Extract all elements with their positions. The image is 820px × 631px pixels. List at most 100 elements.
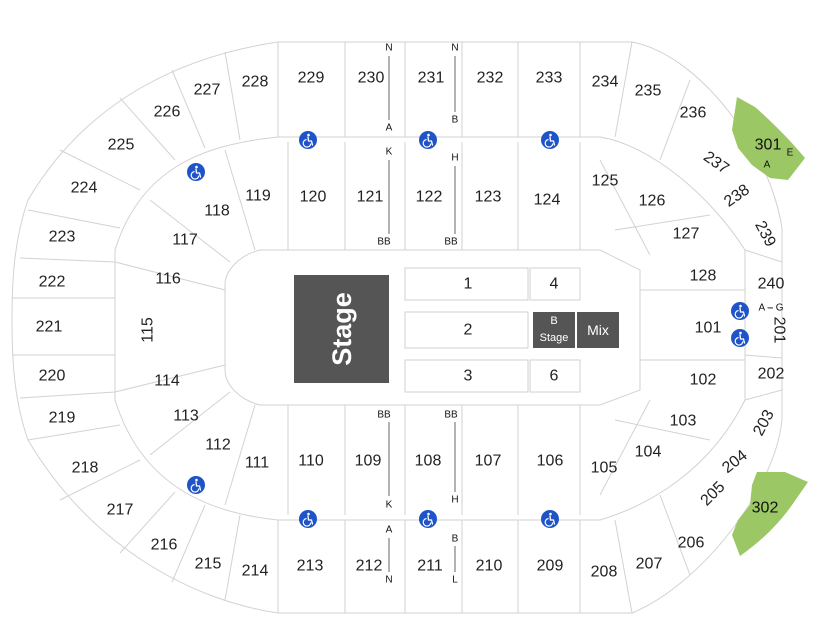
section-204[interactable]: 204: [719, 447, 751, 477]
section-215[interactable]: 215: [195, 556, 222, 573]
section-231[interactable]: 231: [418, 70, 445, 87]
wheelchair-icon[interactable]: [540, 509, 560, 529]
section-205[interactable]: 205: [698, 478, 729, 509]
section-301[interactable]: [732, 97, 805, 180]
b-stage[interactable]: [533, 312, 575, 348]
section-212[interactable]: 212: [356, 558, 383, 575]
section-114[interactable]: 114: [154, 373, 180, 390]
section-218[interactable]: 218: [72, 460, 99, 477]
section-210[interactable]: 210: [476, 558, 503, 575]
section-302-label: 302: [752, 500, 779, 517]
section-208[interactable]: 208: [591, 564, 618, 581]
section-213[interactable]: 213: [297, 558, 324, 575]
section-125[interactable]: 125: [592, 173, 619, 190]
row-marker-109-bottom: K: [386, 500, 393, 511]
section-240[interactable]: 240: [758, 276, 785, 293]
section-117[interactable]: 117: [172, 232, 198, 249]
row-marker-122-bottom: BB: [444, 237, 458, 248]
mix-label: Mix: [587, 322, 609, 338]
section-221[interactable]: 221: [36, 319, 63, 336]
section-302[interactable]: [732, 472, 808, 556]
section-233[interactable]: 233: [536, 70, 563, 87]
section-225[interactable]: 225: [108, 137, 135, 154]
section-239[interactable]: 239: [751, 218, 779, 250]
section-2[interactable]: 2: [464, 322, 473, 339]
section-232[interactable]: 232: [477, 70, 504, 87]
row-marker-231-bottom: B: [452, 115, 459, 126]
section-230[interactable]: 230: [358, 70, 385, 87]
section-107[interactable]: 107: [475, 453, 502, 470]
section-128[interactable]: 128: [690, 268, 717, 285]
section-227[interactable]: 227: [194, 82, 221, 99]
stage[interactable]: [294, 275, 389, 383]
section-223[interactable]: 223: [49, 229, 76, 246]
section-127[interactable]: 127: [673, 226, 700, 243]
section-126[interactable]: 126: [639, 193, 666, 210]
wheelchair-icon[interactable]: [186, 475, 206, 495]
section-214[interactable]: 214: [242, 563, 269, 580]
section-108[interactable]: 108: [415, 453, 442, 470]
section-122[interactable]: 122: [416, 189, 443, 206]
row-marker-211-top: B: [452, 534, 459, 545]
section-235[interactable]: 235: [635, 83, 662, 100]
section-104[interactable]: 104: [635, 444, 662, 461]
section-220[interactable]: 220: [39, 368, 66, 385]
section-109[interactable]: 109: [355, 453, 382, 470]
wheelchair-icon[interactable]: [186, 162, 206, 182]
wheelchair-icon[interactable]: [418, 509, 438, 529]
section-202[interactable]: 202: [758, 366, 785, 383]
row-marker-231-top: N: [451, 43, 458, 54]
section-120[interactable]: 120: [300, 189, 327, 206]
section-222[interactable]: 222: [39, 274, 66, 291]
section-228[interactable]: 228: [242, 74, 269, 91]
section-238[interactable]: 238: [721, 181, 753, 210]
section-209[interactable]: 209: [537, 558, 564, 575]
section-4[interactable]: 4: [550, 276, 559, 293]
section-113[interactable]: 113: [173, 408, 199, 425]
section-3[interactable]: 3: [464, 368, 473, 385]
section-103[interactable]: 103: [670, 413, 697, 430]
section-112[interactable]: 112: [205, 437, 231, 454]
section-301-row-a: A: [764, 160, 771, 171]
section-201[interactable]: 201: [771, 317, 788, 344]
section-1[interactable]: 1: [464, 276, 473, 293]
section-123[interactable]: 123: [475, 189, 502, 206]
section-207[interactable]: 207: [636, 556, 663, 573]
wheelchair-icon[interactable]: [298, 130, 318, 150]
section-6[interactable]: 6: [550, 368, 559, 385]
section-124[interactable]: 124: [534, 192, 561, 209]
section-119[interactable]: 119: [245, 188, 271, 205]
section-106[interactable]: 106: [537, 453, 564, 470]
row-marker-211-bottom: L: [452, 575, 458, 586]
section-111[interactable]: 111: [245, 455, 269, 472]
section-237[interactable]: 237: [700, 148, 732, 177]
section-101[interactable]: 101: [695, 320, 722, 337]
section-211[interactable]: 211: [417, 558, 443, 575]
section-229[interactable]: 229: [298, 70, 325, 87]
section-110[interactable]: 110: [298, 453, 324, 470]
section-217[interactable]: 217: [107, 502, 134, 519]
section-115[interactable]: 115: [140, 317, 157, 343]
section-216[interactable]: 216: [151, 537, 178, 554]
wheelchair-icon[interactable]: [418, 130, 438, 150]
section-219[interactable]: 219: [49, 410, 76, 427]
section-301-label: 301: [755, 137, 782, 154]
wheelchair-icon[interactable]: [298, 509, 318, 529]
section-105[interactable]: 105: [591, 460, 618, 477]
section-121[interactable]: 121: [357, 189, 384, 206]
section-226[interactable]: 226: [154, 104, 181, 121]
section-206[interactable]: 206: [678, 535, 705, 552]
section-203[interactable]: 203: [750, 407, 778, 439]
wheelchair-icon[interactable]: [540, 130, 560, 150]
section-224[interactable]: 224: [71, 180, 98, 197]
section-234[interactable]: 234: [592, 74, 619, 91]
wheelchair-icon[interactable]: [730, 301, 750, 321]
mix-position[interactable]: [577, 312, 619, 348]
section-116[interactable]: 116: [155, 271, 181, 288]
wheelchair-icon[interactable]: [730, 328, 750, 348]
section-118[interactable]: 118: [204, 203, 230, 220]
section-236[interactable]: 236: [680, 105, 707, 122]
section-102[interactable]: 102: [690, 372, 717, 389]
row-marker-121-bottom: BB: [377, 237, 391, 248]
